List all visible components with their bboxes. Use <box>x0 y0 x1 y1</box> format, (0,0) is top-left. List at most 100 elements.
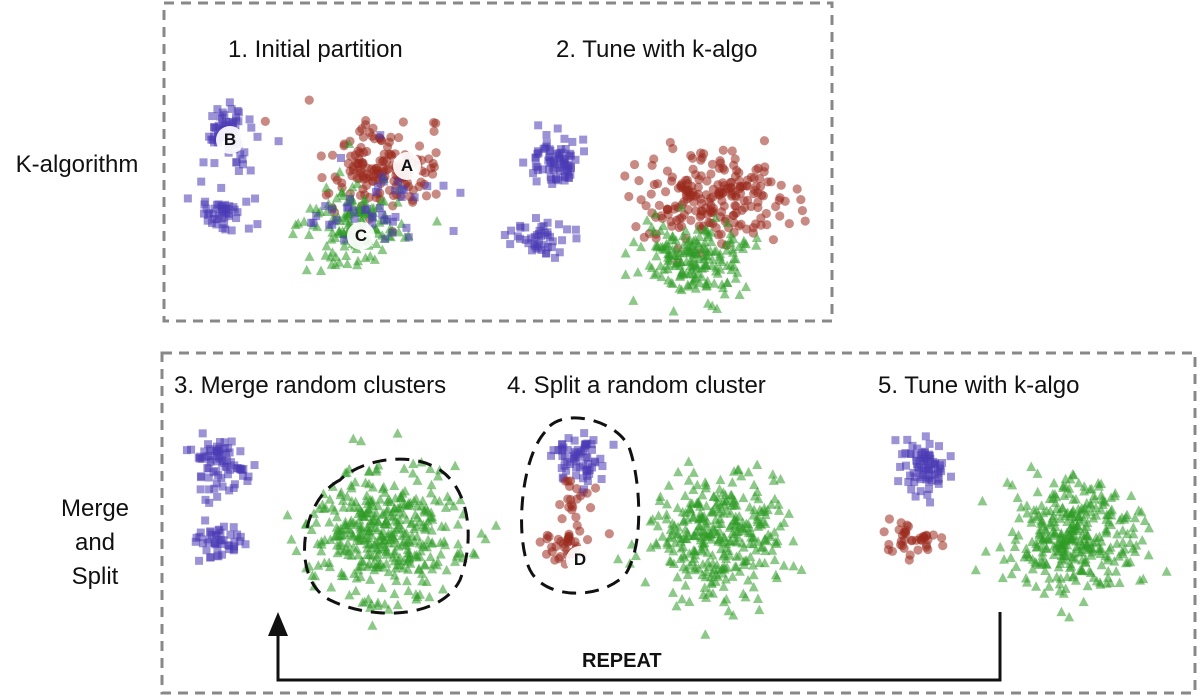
square-point <box>562 466 571 475</box>
triangle-point <box>669 520 680 530</box>
triangle-point <box>769 493 780 504</box>
triangle-point <box>1102 554 1113 565</box>
square-point <box>202 204 211 213</box>
triangle-point <box>662 539 673 549</box>
triangle-point <box>356 561 367 571</box>
triangle-point <box>706 236 717 247</box>
triangle-point <box>414 563 425 573</box>
triangle-point <box>707 588 718 598</box>
triangle-point <box>775 473 786 484</box>
triangle-point <box>655 225 666 236</box>
triangle-point <box>684 548 695 558</box>
triangle-point <box>727 493 738 503</box>
circle-point <box>727 146 737 156</box>
circle-point <box>634 175 644 186</box>
triangle-point <box>1066 561 1077 571</box>
triangle-point <box>1014 512 1025 523</box>
triangle-point <box>702 515 713 526</box>
row-label-line: and <box>74 529 116 556</box>
square-point <box>563 225 572 234</box>
square-point <box>583 453 592 462</box>
row-label-k-algorithm: K-algorithm <box>15 151 139 178</box>
square-point <box>560 461 569 470</box>
triangle-point <box>668 305 679 316</box>
square-point <box>560 171 569 180</box>
triangle-point <box>670 537 681 548</box>
circle-point <box>555 499 565 510</box>
circle-point <box>919 533 929 543</box>
triangle-point <box>412 512 423 522</box>
circle-point <box>797 206 808 216</box>
triangle-point <box>1125 556 1136 567</box>
triangle-point <box>1075 547 1086 557</box>
circle-point <box>707 159 718 169</box>
triangle-point <box>678 239 689 249</box>
square-point <box>439 181 448 190</box>
triangle-point <box>330 232 341 242</box>
triangle-point <box>748 581 759 592</box>
triangle-point <box>356 435 367 446</box>
square-point <box>210 204 219 213</box>
triangle-point <box>753 593 764 603</box>
triangle-point <box>708 491 719 501</box>
row-label-line: Split <box>71 563 119 590</box>
triangle-point <box>389 480 400 490</box>
square-point <box>196 452 205 461</box>
circle-point <box>362 146 372 157</box>
square-point <box>543 228 552 237</box>
triangle-point <box>1055 531 1066 542</box>
triangle-point <box>1026 461 1037 471</box>
circle-point <box>431 148 441 158</box>
circle-point <box>921 542 931 552</box>
triangle-point <box>750 544 761 555</box>
triangle-point <box>706 534 717 544</box>
square-point <box>913 444 922 453</box>
triangle-point <box>392 197 403 207</box>
square-point <box>212 220 221 229</box>
square-point <box>206 457 215 466</box>
triangle-point <box>684 596 695 606</box>
circle-point <box>897 530 908 540</box>
triangle-point <box>355 529 366 540</box>
triangle-point <box>678 541 689 552</box>
triangle-point <box>1053 561 1064 572</box>
triangle-point <box>661 498 672 509</box>
circle-point <box>717 207 727 217</box>
triangle-point <box>340 519 351 530</box>
triangle-point <box>703 229 714 239</box>
circle-point <box>550 555 560 565</box>
triangle-point <box>749 479 760 490</box>
triangle-point <box>752 514 763 524</box>
triangle-point <box>319 557 330 568</box>
triangle-point <box>315 265 326 275</box>
circle-point <box>542 530 552 540</box>
triangle-point <box>705 245 716 256</box>
triangle-point <box>368 558 379 569</box>
triangle-point <box>377 244 388 255</box>
triangle-point <box>620 269 631 279</box>
circle-point <box>887 546 898 556</box>
square-point <box>230 461 239 470</box>
triangle-point <box>1161 566 1172 576</box>
square-point <box>209 209 218 218</box>
square-point <box>218 205 227 214</box>
square-point <box>225 486 234 495</box>
triangle-point <box>739 559 750 569</box>
triangle-point <box>720 239 731 249</box>
square-point <box>196 485 205 494</box>
circle-point <box>771 201 781 212</box>
square-point <box>344 202 353 211</box>
triangle-point <box>404 499 415 510</box>
square-point <box>213 492 222 501</box>
square-point <box>192 533 201 542</box>
square-point <box>449 227 458 236</box>
triangle-point <box>1045 517 1056 528</box>
circle-point <box>631 221 641 232</box>
triangle-point <box>668 545 679 556</box>
square-point <box>398 185 407 194</box>
triangle-point <box>1027 536 1038 546</box>
square-point <box>596 454 605 463</box>
triangle-point <box>395 490 406 501</box>
triangle-point <box>796 564 807 575</box>
triangle-point <box>718 581 729 591</box>
